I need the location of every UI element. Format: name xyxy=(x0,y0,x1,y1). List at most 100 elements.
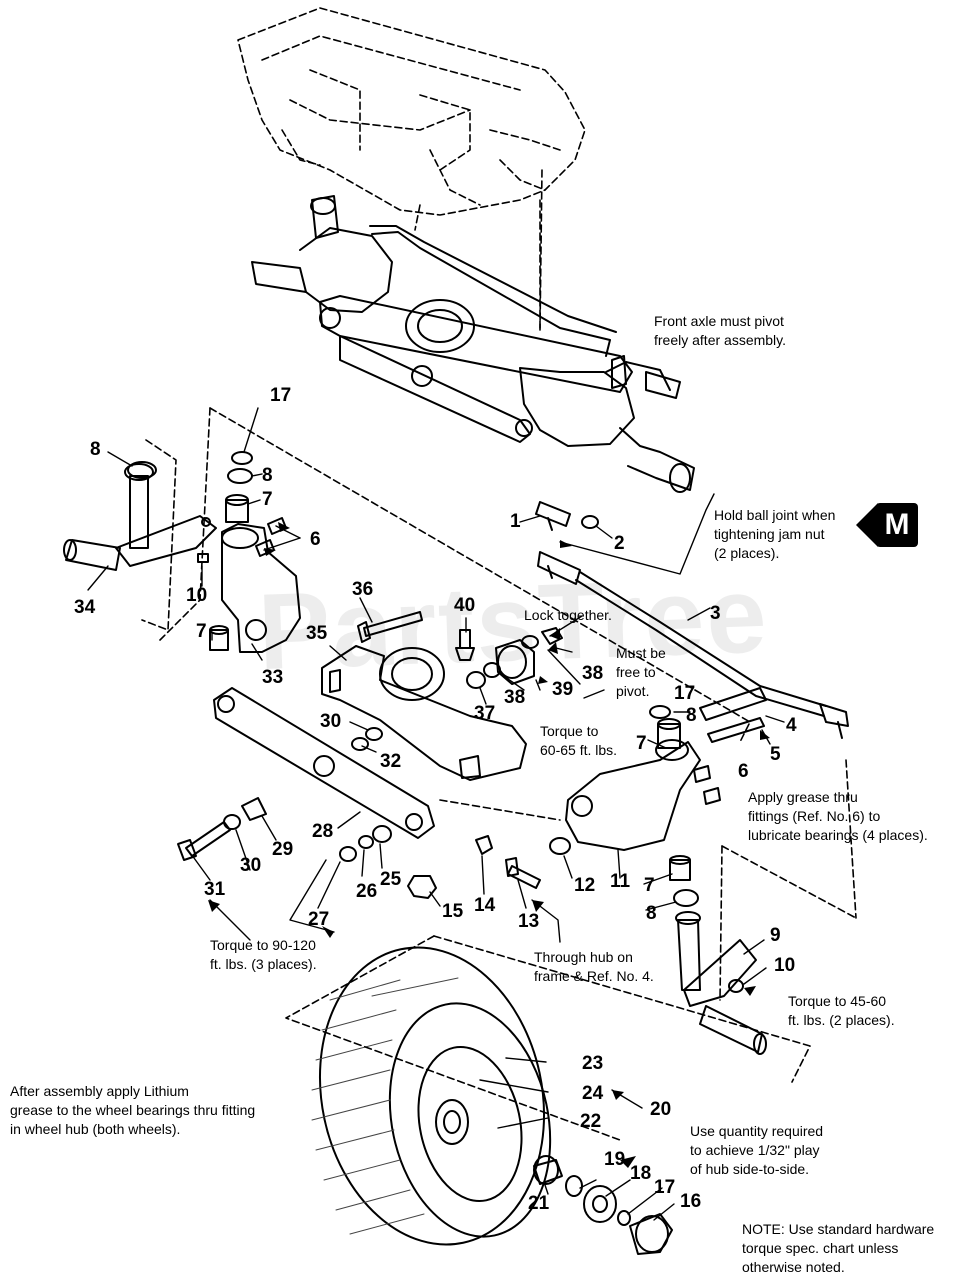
note-line: Torque to 45-60 xyxy=(788,993,887,1009)
callout-33[interactable]: 33 xyxy=(262,667,284,688)
note-line: ft. lbs. (3 places). xyxy=(210,956,317,972)
hub-parts xyxy=(533,1155,673,1255)
left-small-parts xyxy=(127,451,287,563)
callout-7a[interactable]: 7 xyxy=(262,489,273,510)
callout-23[interactable]: 23 xyxy=(582,1053,604,1074)
note-line: Torque to xyxy=(540,723,599,739)
callout-11[interactable]: 11 xyxy=(610,871,631,892)
hub-hardware xyxy=(475,835,571,889)
callout-29[interactable]: 29 xyxy=(272,839,294,860)
callout-38b[interactable]: 38 xyxy=(504,687,526,708)
callout-8b[interactable]: 8 xyxy=(262,465,273,486)
left-spindle xyxy=(63,463,217,571)
note-line: in wheel hub (both wheels). xyxy=(10,1121,181,1137)
callout-9[interactable]: 9 xyxy=(770,925,781,946)
note-grease-fittings: Apply grease thru fittings (Ref. No. 6) … xyxy=(748,788,928,845)
callout-39[interactable]: 39 xyxy=(552,679,574,700)
left-axle-bracket xyxy=(209,494,301,653)
callout-30b[interactable]: 30 xyxy=(240,855,262,876)
note-front-axle-pivot: Front axle must pivot freely after assem… xyxy=(654,312,786,350)
callout-22[interactable]: 22 xyxy=(580,1111,602,1132)
note-line: to achieve 1/32" play xyxy=(690,1142,820,1158)
right-spindle xyxy=(675,911,767,1055)
note-line: NOTE: Use standard hardware xyxy=(742,1221,935,1237)
callout-15[interactable]: 15 xyxy=(442,901,464,922)
callout-20[interactable]: 20 xyxy=(650,1099,672,1120)
callout-36[interactable]: 36 xyxy=(352,579,374,600)
callout-31[interactable]: 31 xyxy=(204,879,226,900)
callout-8d[interactable]: 8 xyxy=(646,903,657,924)
callout-40[interactable]: 40 xyxy=(454,595,476,616)
right-axle-bracket xyxy=(565,687,767,907)
callout-8c[interactable]: 8 xyxy=(686,705,697,726)
callout-19[interactable]: 19 xyxy=(604,1149,626,1170)
callout-25[interactable]: 25 xyxy=(380,869,402,890)
callout-37[interactable]: 37 xyxy=(474,703,496,724)
section-badge: M xyxy=(876,503,918,547)
pivot-bracket xyxy=(321,645,527,781)
callout-38a[interactable]: 38 xyxy=(582,663,604,684)
callout-21[interactable]: 21 xyxy=(528,1193,550,1214)
callout-4[interactable]: 4 xyxy=(786,715,797,736)
frame-phantom-outline xyxy=(237,7,586,331)
callout-6b[interactable]: 6 xyxy=(738,761,749,782)
callout-12[interactable]: 12 xyxy=(574,875,596,896)
partstree-watermark: PartsTree™ xyxy=(256,551,786,694)
note-hub-play-quantity: Use quantity required to achieve 1/32" p… xyxy=(690,1122,823,1179)
callout-28[interactable]: 28 xyxy=(312,821,334,842)
note-line: frame & Ref. No. 4. xyxy=(534,968,654,984)
note-line: Apply grease thru xyxy=(748,789,858,805)
callout-7b[interactable]: 7 xyxy=(196,621,207,642)
note-torque-60-65: Torque to 60-65 ft. lbs. xyxy=(540,722,617,760)
callout-17c[interactable]: 17 xyxy=(654,1177,676,1198)
callout-2[interactable]: 2 xyxy=(614,533,625,554)
note-line: of hub side-to-side. xyxy=(690,1161,810,1177)
callout-32[interactable]: 32 xyxy=(380,751,402,772)
callout-7d[interactable]: 7 xyxy=(644,875,655,896)
callout-17a[interactable]: 17 xyxy=(270,385,292,406)
section-arrow-icon xyxy=(856,503,878,547)
note-free-to-pivot: Must be free to pivot. xyxy=(616,644,666,701)
note-line: otherwise noted. xyxy=(742,1259,845,1275)
callout-6a[interactable]: 6 xyxy=(310,529,321,550)
note-line: (2 places). xyxy=(714,545,780,561)
note-line: 60-65 ft. lbs. xyxy=(540,742,618,758)
callout-13[interactable]: 13 xyxy=(518,911,540,932)
note-line: grease to the wheel bearings thru fittin… xyxy=(10,1102,256,1118)
wheel xyxy=(311,946,552,1246)
tie-rod xyxy=(535,501,849,739)
note-line: lubricate bearings (4 places). xyxy=(748,827,928,843)
callout-18[interactable]: 18 xyxy=(630,1163,652,1184)
note-ball-joint: Hold ball joint when tightening jam nut … xyxy=(714,506,835,563)
note-lithium-grease: After assembly apply Lithium grease to t… xyxy=(10,1082,255,1139)
callout-8a[interactable]: 8 xyxy=(90,439,101,460)
callout-26[interactable]: 26 xyxy=(356,881,378,902)
callout-17b[interactable]: 17 xyxy=(674,683,696,704)
callout-35[interactable]: 35 xyxy=(306,623,328,644)
phantom-group-boxes xyxy=(141,169,857,1141)
note-torque-90-120: Torque to 90-120 ft. lbs. (3 places). xyxy=(210,936,317,974)
callout-5[interactable]: 5 xyxy=(770,744,781,765)
callout-3[interactable]: 3 xyxy=(710,603,721,624)
note-line: Through hub on xyxy=(534,949,633,965)
callout-16[interactable]: 16 xyxy=(680,1191,702,1212)
callout-7c[interactable]: 7 xyxy=(636,733,647,754)
callout-27[interactable]: 27 xyxy=(308,909,330,930)
note-line: Hold ball joint when xyxy=(714,507,836,523)
callout-10a[interactable]: 10 xyxy=(186,585,208,606)
callout-34[interactable]: 34 xyxy=(74,597,96,618)
callout-30a[interactable]: 30 xyxy=(320,711,342,732)
note-line: ft. lbs. (2 places). xyxy=(788,1012,895,1028)
note-line: Use quantity required xyxy=(690,1123,824,1139)
callout-24[interactable]: 24 xyxy=(582,1083,604,1104)
note-line: freely after assembly. xyxy=(654,332,787,348)
tie-bar xyxy=(213,687,435,839)
callout-14[interactable]: 14 xyxy=(474,895,496,916)
note-standard-hardware: NOTE: Use standard hardware torque spec.… xyxy=(742,1220,934,1277)
front-axle-assembly xyxy=(251,195,695,493)
callout-10b[interactable]: 10 xyxy=(774,955,796,976)
bolt-36 xyxy=(357,611,423,643)
callout-1[interactable]: 1 xyxy=(510,511,521,532)
note-line: free to xyxy=(616,664,656,680)
